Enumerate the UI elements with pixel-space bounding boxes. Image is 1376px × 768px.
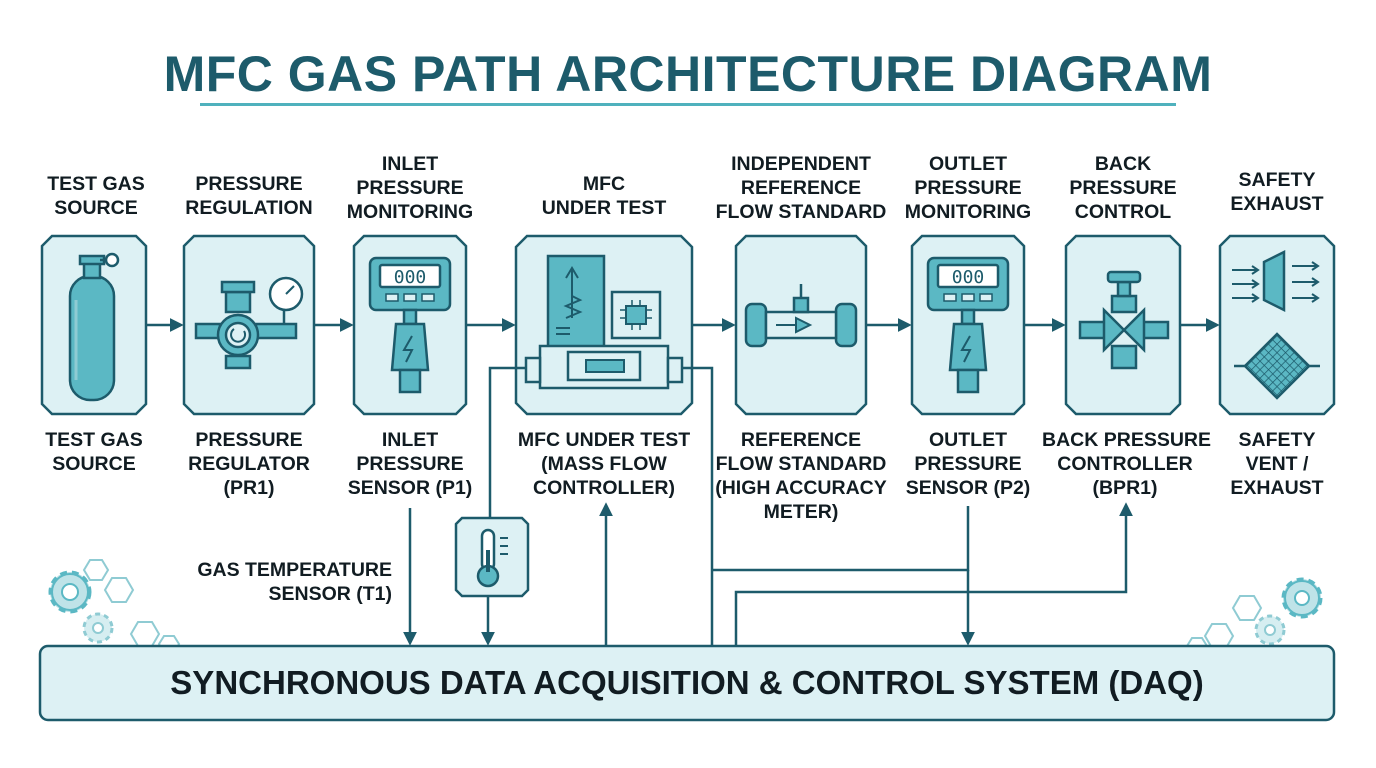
pressure-sensor-icon: 000 bbox=[926, 256, 1010, 394]
mass-flow-controller-icon bbox=[524, 254, 684, 390]
decor-left bbox=[48, 559, 181, 653]
daq-label: SYNCHRONOUS DATA ACQUISITION & CONTROL S… bbox=[170, 664, 1204, 701]
sensor-display-readout: 000 bbox=[952, 267, 985, 288]
pressure-sensor-icon: 000 bbox=[368, 256, 452, 394]
pressure-regulator-icon bbox=[194, 276, 304, 370]
hexagon-shape bbox=[82, 559, 110, 581]
thermometer-icon bbox=[476, 528, 508, 588]
gear-icon bbox=[48, 570, 92, 614]
exhaust-filter-icon bbox=[1232, 249, 1320, 400]
gear-icon bbox=[1281, 577, 1323, 619]
sensor-display-readout: 000 bbox=[394, 267, 427, 288]
title-underline bbox=[200, 103, 1176, 106]
hexagon-shape bbox=[103, 577, 135, 603]
signal-mfc-to-daq bbox=[682, 366, 714, 646]
hexagon-shape bbox=[129, 621, 161, 647]
gas-cylinder-icon bbox=[68, 252, 120, 402]
gear-icon bbox=[82, 612, 114, 644]
signal-daq-to-bpr bbox=[734, 502, 1133, 646]
flow-meter-icon bbox=[744, 284, 858, 348]
stage-box-backpressure bbox=[1064, 234, 1182, 416]
page-title: MFC GAS PATH ARCHITECTURE DIAGRAM bbox=[163, 46, 1213, 102]
control-valve-icon bbox=[1078, 270, 1170, 370]
hexagon-shape bbox=[1231, 595, 1263, 621]
temperature-sensor bbox=[454, 516, 530, 598]
gear-icon bbox=[1254, 614, 1286, 646]
signal-mfc-to-t1 bbox=[488, 366, 526, 518]
signal-lines bbox=[403, 366, 1133, 646]
decor-right bbox=[1185, 577, 1323, 655]
daq-bar bbox=[38, 644, 1336, 722]
hexagon-shape bbox=[1203, 623, 1235, 649]
